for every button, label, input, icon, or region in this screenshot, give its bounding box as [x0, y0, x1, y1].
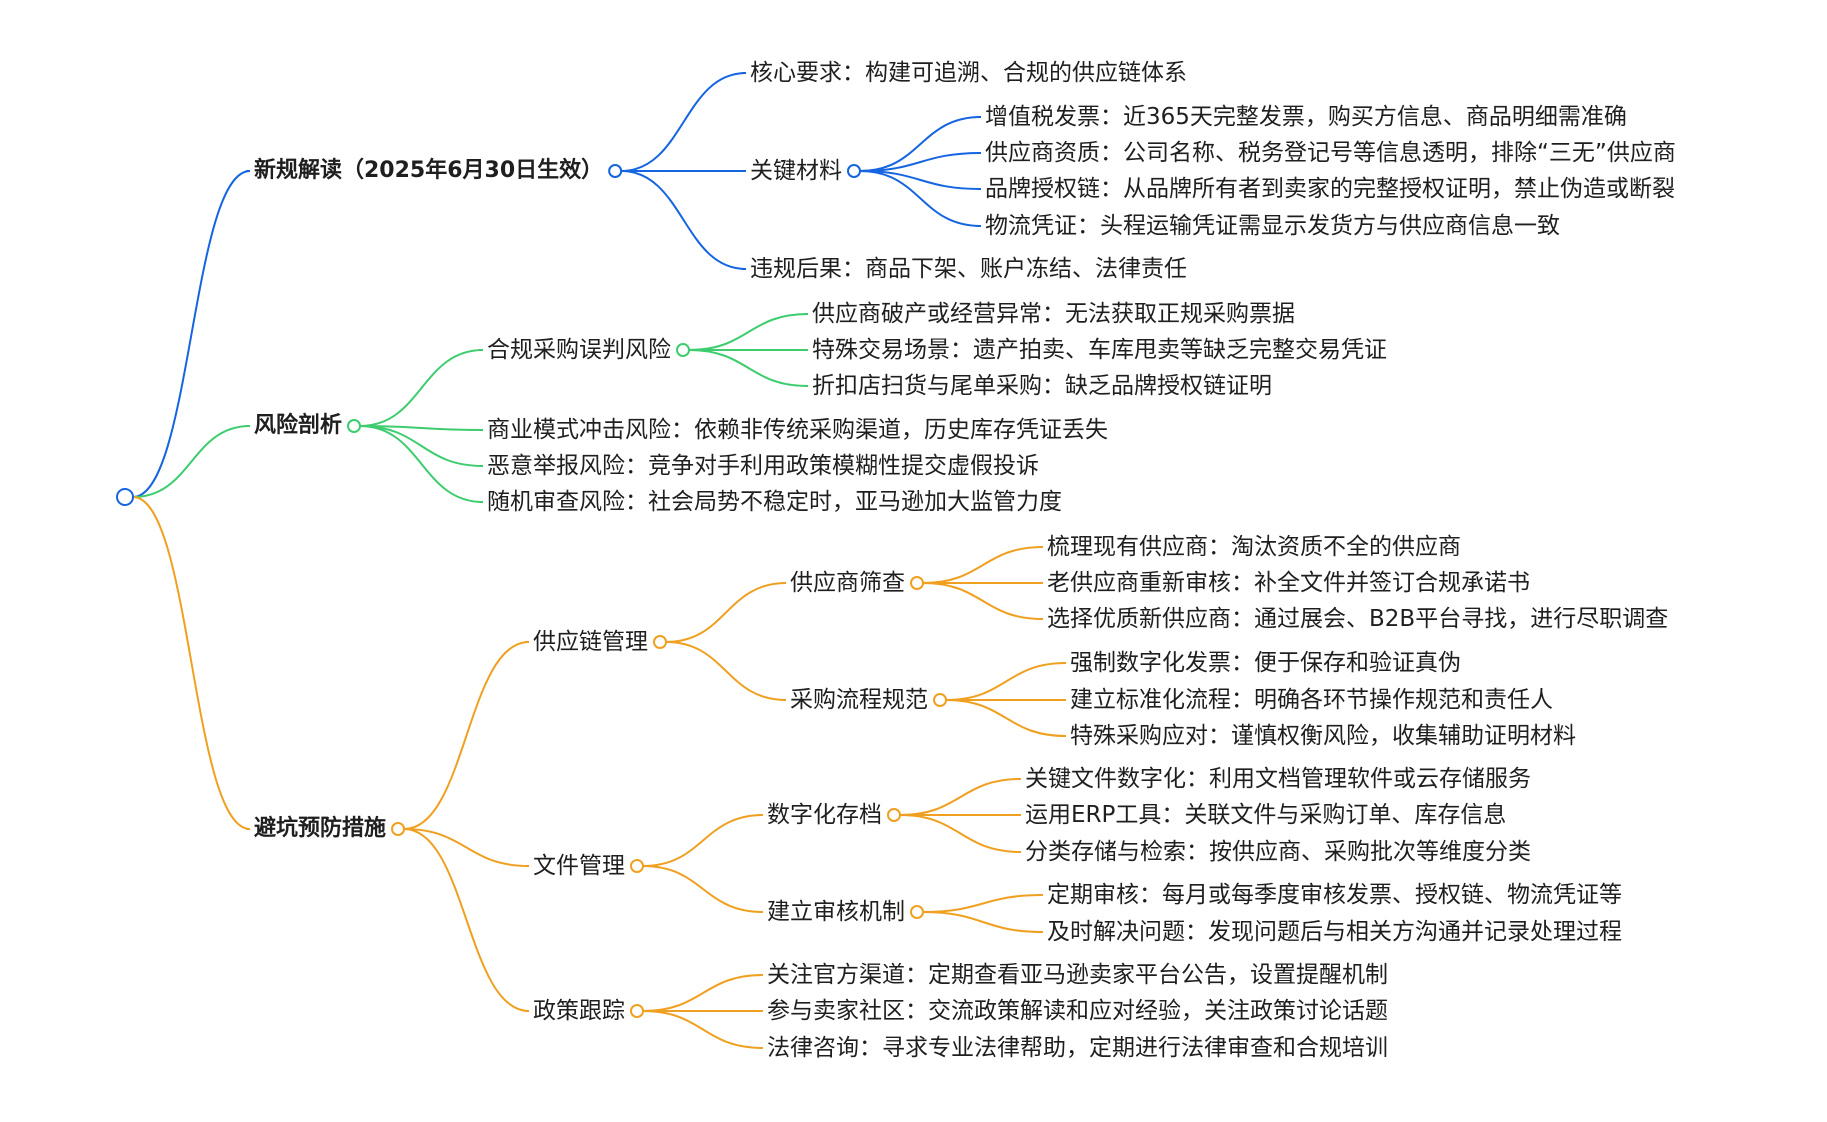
expand-node-icon[interactable] — [847, 164, 861, 178]
expand-node-icon[interactable] — [630, 1004, 644, 1018]
branch-title[interactable]: 风险剖析 — [254, 413, 343, 438]
connector — [132, 496, 251, 830]
topic-node[interactable]: 文件管理 — [533, 853, 625, 879]
topic-node[interactable]: 建立标准化流程：明确各环节操作规范和责任人 — [1070, 687, 1553, 713]
connector — [360, 425, 484, 503]
connector — [922, 582, 1044, 620]
topic-node[interactable]: 品牌授权链：从品牌所有者到卖家的完整授权证明，禁止伪造或断裂 — [985, 176, 1675, 202]
connector — [360, 425, 484, 431]
expand-node-icon[interactable] — [608, 164, 623, 178]
expand-node-icon[interactable] — [933, 693, 947, 707]
connector — [621, 170, 747, 270]
connector — [621, 72, 747, 172]
connector — [899, 778, 1022, 816]
connector — [404, 828, 530, 867]
topic-node[interactable]: 法律咨询：寻求专业法律帮助，定期进行法律审查和合规培训 — [767, 1035, 1388, 1061]
topic-node[interactable]: 运用ERP工具：关联文件与采购订单、库存信息 — [1025, 802, 1507, 828]
topic-node[interactable]: 关键文件数字化：利用文档管理软件或云存储服务 — [1025, 766, 1531, 792]
connector — [899, 814, 1022, 853]
topic-node[interactable]: 政策跟踪 — [533, 998, 625, 1024]
topic-node[interactable]: 采购流程规范 — [790, 687, 928, 713]
topic-node[interactable]: 强制数字化发票：便于保存和验证真伪 — [1070, 650, 1461, 676]
topic-node[interactable]: 商业模式冲击风险：依赖非传统采购渠道，历史库存凭证丢失 — [487, 417, 1108, 443]
connector — [859, 170, 982, 227]
topic-node[interactable]: 特殊交易场景：遗产拍卖、车库甩卖等缺乏完整交易凭证 — [812, 337, 1387, 363]
expand-node-icon[interactable] — [391, 822, 406, 836]
connector — [945, 662, 1067, 701]
topic-node[interactable]: 及时解决问题：发现问题后与相关方沟通并记录处理过程 — [1047, 919, 1622, 945]
topic-node[interactable]: 增值税发票：近365天完整发票，购买方信息、商品明细需准确 — [985, 104, 1627, 130]
topic-node[interactable]: 选择优质新供应商：通过展会、B2B平台寻找，进行尽职调查 — [1047, 606, 1669, 632]
connector — [132, 425, 251, 498]
topic-node[interactable]: 梳理现有供应商：淘汰资质不全的供应商 — [1047, 534, 1461, 560]
connector — [642, 974, 764, 1012]
topic-node[interactable]: 合规采购误判风险 — [487, 337, 671, 363]
connector — [859, 152, 982, 172]
connector — [688, 313, 809, 351]
topic-node[interactable]: 数字化存档 — [767, 802, 882, 828]
topic-node[interactable]: 特殊采购应对：谨慎权衡风险，收集辅助证明材料 — [1070, 723, 1576, 749]
connector — [665, 582, 787, 643]
topic-node[interactable]: 供应商破产或经营异常：无法获取正规采购票据 — [812, 301, 1295, 327]
topic-node[interactable]: 折扣店扫货与尾单采购：缺乏品牌授权链证明 — [812, 373, 1272, 399]
connector — [922, 546, 1044, 584]
connector — [642, 1010, 764, 1049]
topic-node[interactable]: 关键材料 — [750, 158, 842, 184]
connector — [922, 911, 1044, 933]
expand-node-icon[interactable] — [887, 808, 901, 822]
topic-node[interactable]: 分类存储与检索：按供应商、采购批次等维度分类 — [1025, 839, 1531, 865]
expand-node-icon[interactable] — [910, 905, 924, 919]
topic-node[interactable]: 核心要求：构建可追溯、合规的供应链体系 — [750, 60, 1187, 86]
expand-node-icon[interactable] — [653, 635, 667, 649]
topic-node[interactable]: 定期审核：每月或每季度审核发票、授权链、物流凭证等 — [1047, 882, 1622, 908]
connector — [945, 699, 1067, 737]
connector — [642, 814, 764, 867]
connector — [360, 425, 484, 467]
topic-node[interactable]: 老供应商重新审核：补全文件并签订合规承诺书 — [1047, 570, 1530, 596]
expand-node-icon[interactable] — [676, 343, 690, 357]
connector — [859, 170, 982, 190]
topic-node[interactable]: 建立审核机制 — [767, 899, 905, 925]
branch-title[interactable]: 新规解读（2025年6月30日生效） — [254, 158, 604, 183]
expand-node-icon[interactable] — [347, 419, 362, 433]
connector — [404, 828, 530, 1012]
topic-node[interactable]: 供应商资质：公司名称、税务登记号等信息透明，排除“三无”供应商 — [985, 140, 1676, 166]
topic-node[interactable]: 物流凭证：头程运输凭证需显示发货方与供应商信息一致 — [985, 213, 1560, 239]
expand-node-icon[interactable] — [910, 576, 924, 590]
connector — [665, 641, 787, 701]
connector — [922, 894, 1044, 913]
topic-node[interactable]: 违规后果：商品下架、账户冻结、法律责任 — [750, 256, 1187, 282]
topic-node[interactable]: 关注官方渠道：定期查看亚马逊卖家平台公告，设置提醒机制 — [767, 962, 1388, 988]
topic-node[interactable]: 随机审查风险：社会局势不稳定时，亚马逊加大监管力度 — [487, 489, 1062, 515]
connector — [642, 865, 764, 913]
topic-node[interactable]: 供应商筛查 — [790, 570, 905, 596]
connector — [132, 170, 251, 498]
connector — [859, 116, 982, 172]
connector — [688, 349, 809, 387]
topic-node[interactable]: 参与卖家社区：交流政策解读和应对经验，关注政策讨论话题 — [767, 998, 1388, 1024]
expand-node-icon[interactable] — [630, 859, 644, 873]
connector — [404, 641, 530, 830]
branch-title[interactable]: 避坑预防措施 — [254, 816, 387, 841]
topic-node[interactable]: 恶意举报风险：竞争对手利用政策模糊性提交虚假投诉 — [487, 453, 1039, 479]
topic-node[interactable]: 供应链管理 — [533, 629, 648, 655]
connector — [360, 349, 484, 427]
root-node-icon[interactable] — [116, 488, 134, 506]
